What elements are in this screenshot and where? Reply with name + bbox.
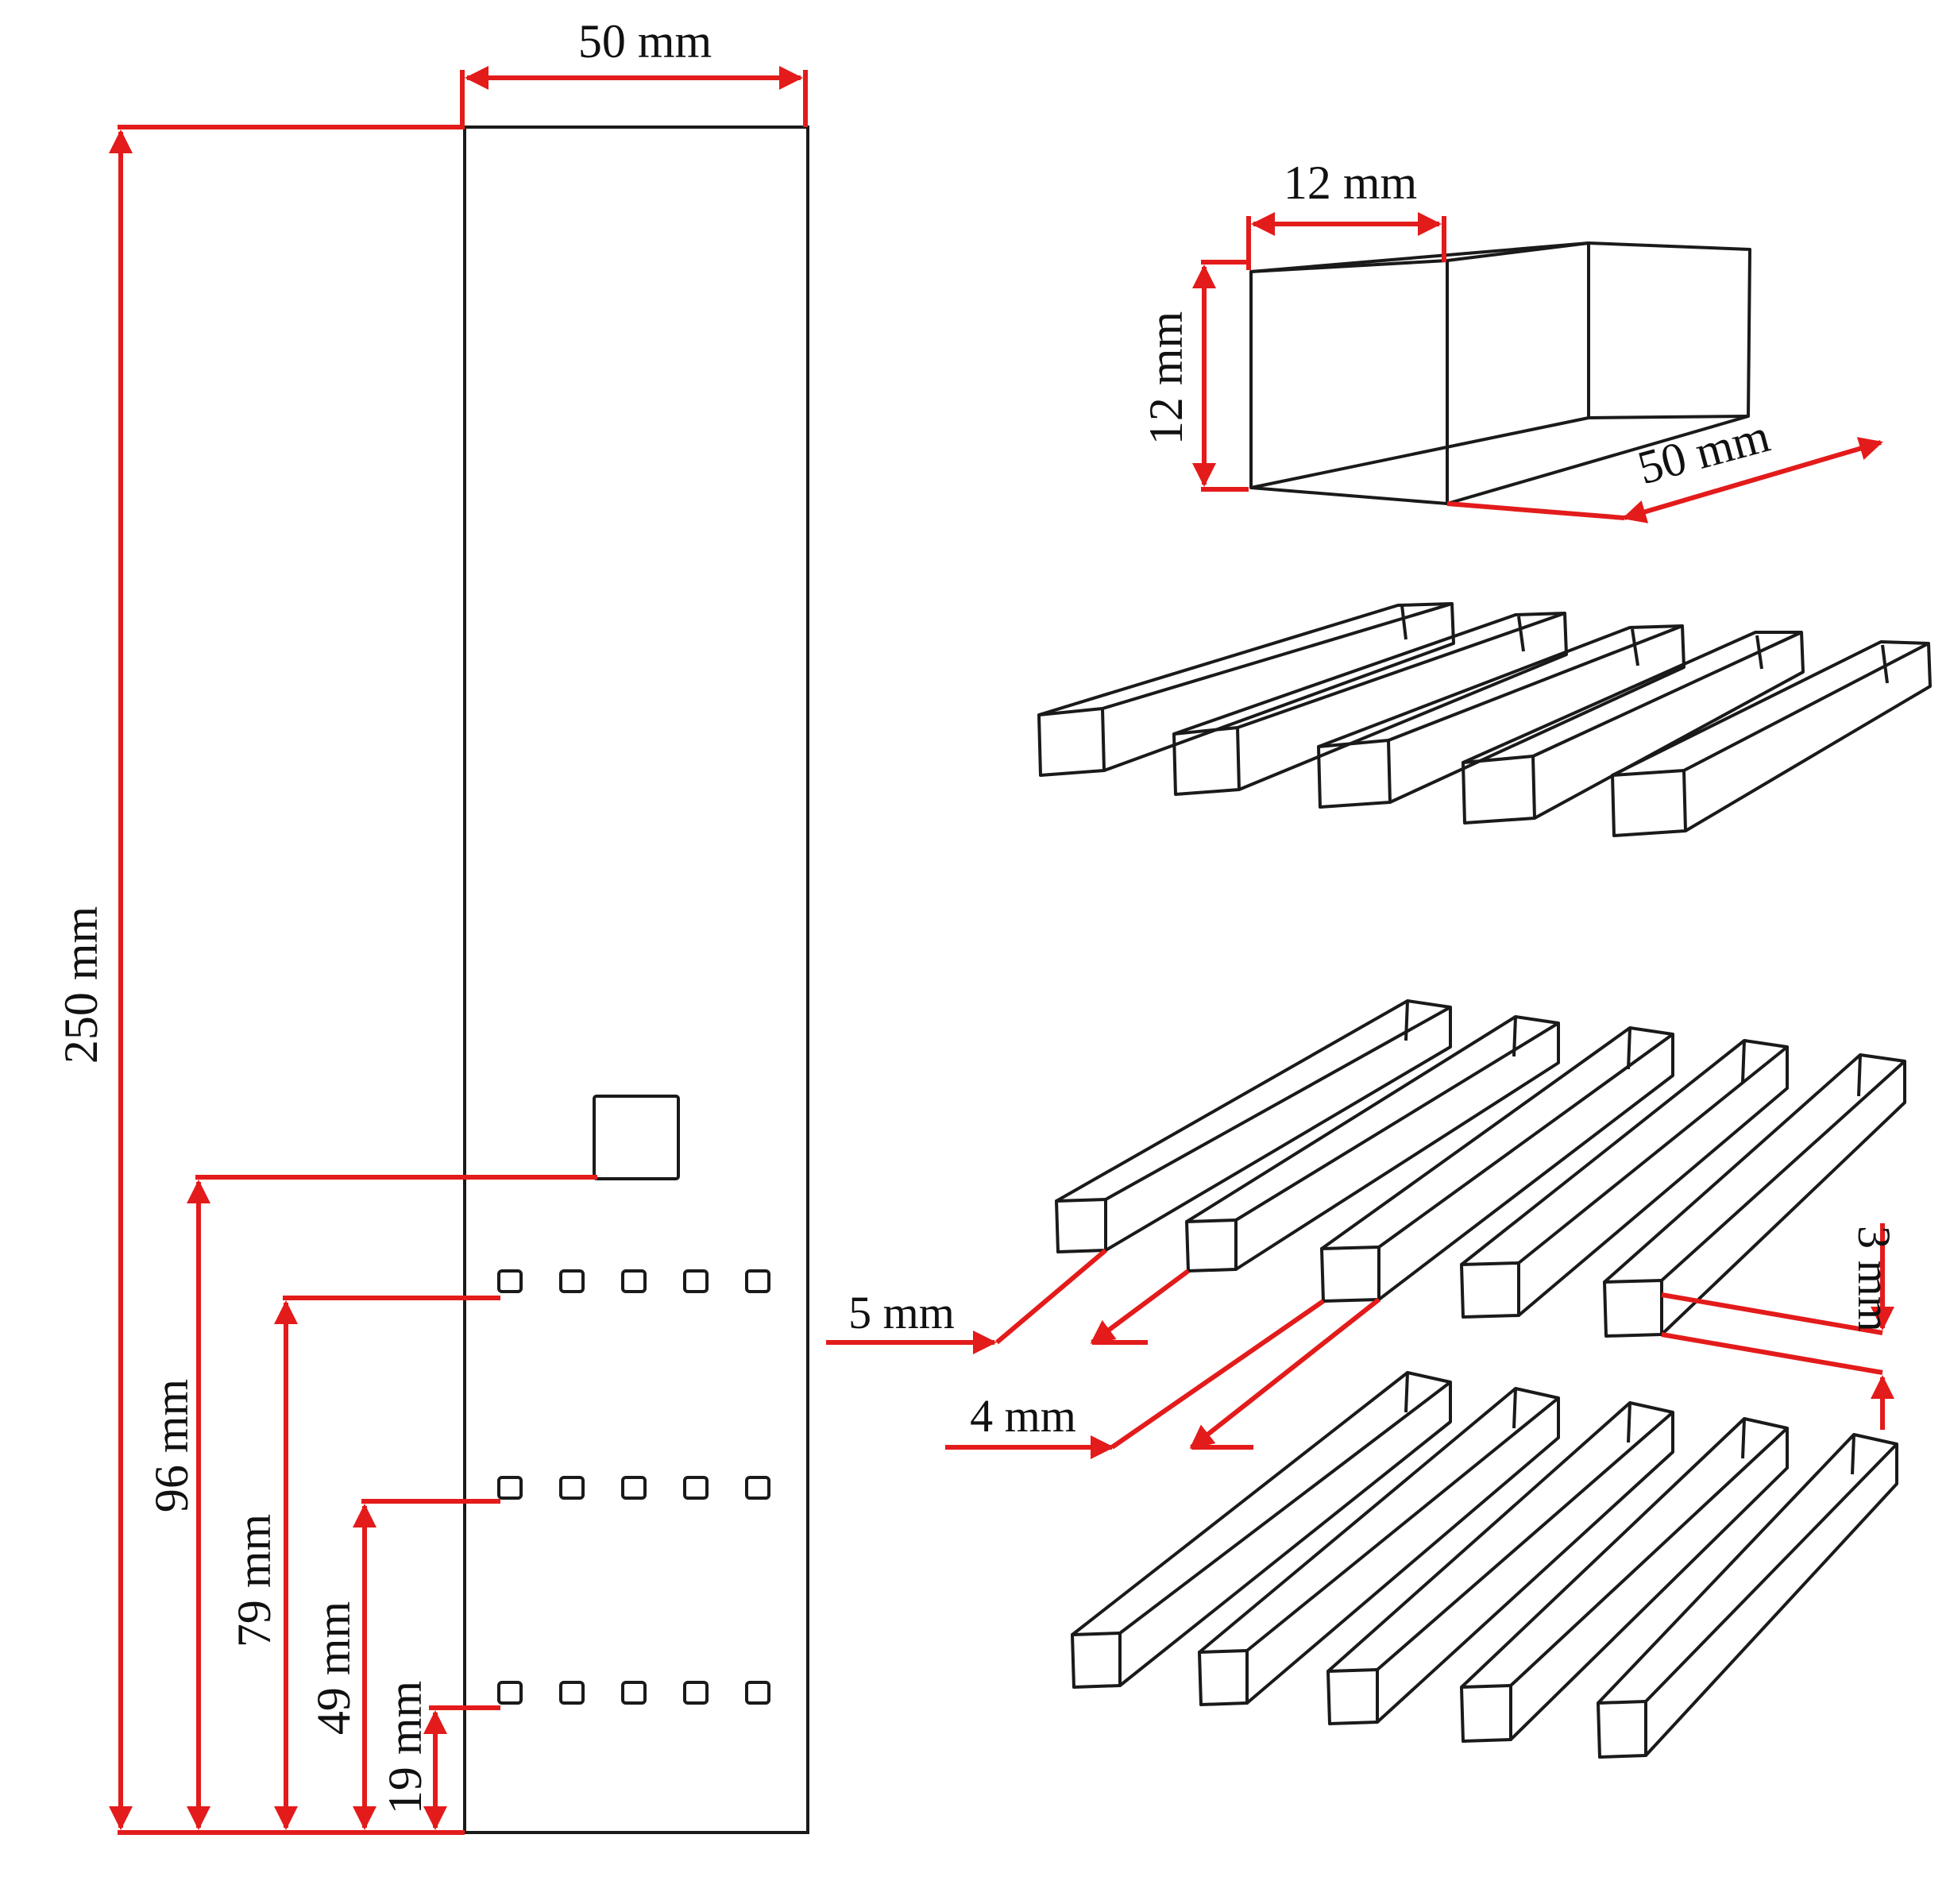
- plate-width-label: 50 mm: [578, 15, 712, 68]
- gap-3mm-label: 3 mm: [1848, 1226, 1900, 1332]
- block-front-height-label: 12 mm: [1140, 311, 1192, 445]
- gap-dimensions: [945, 1223, 1894, 1459]
- hole-row-middle: [497, 1476, 770, 1500]
- plate-height-label: 250 mm: [55, 906, 107, 1064]
- bar-row-tilted: [1037, 602, 1932, 837]
- row-middle-height-label: 49 mm: [307, 1601, 360, 1735]
- block-dimensions: [1192, 212, 1883, 523]
- hole-row-top: [497, 1269, 770, 1293]
- plate-dimensions: [109, 66, 808, 1835]
- plate-view: 50 mm 250 mm 96 mm 79 mm 49 mm 19 mm: [55, 15, 997, 1835]
- bar-row-upper: [1055, 999, 1906, 1338]
- block-front-width-label: 12 mm: [1284, 156, 1417, 209]
- hole-row-bottom: [497, 1681, 770, 1705]
- large-square-hole: [593, 1095, 680, 1180]
- plate-outline: [463, 126, 809, 1834]
- gap-5mm-label: 5 mm: [848, 1287, 955, 1338]
- gap-4mm-label: 4 mm: [970, 1390, 1076, 1442]
- block-height-label: 96 mm: [145, 1379, 198, 1512]
- row-top-height-label: 79 mm: [228, 1514, 280, 1647]
- bar-row-lower: [1071, 1371, 1898, 1759]
- row-bottom-height-label: 19 mm: [379, 1681, 431, 1814]
